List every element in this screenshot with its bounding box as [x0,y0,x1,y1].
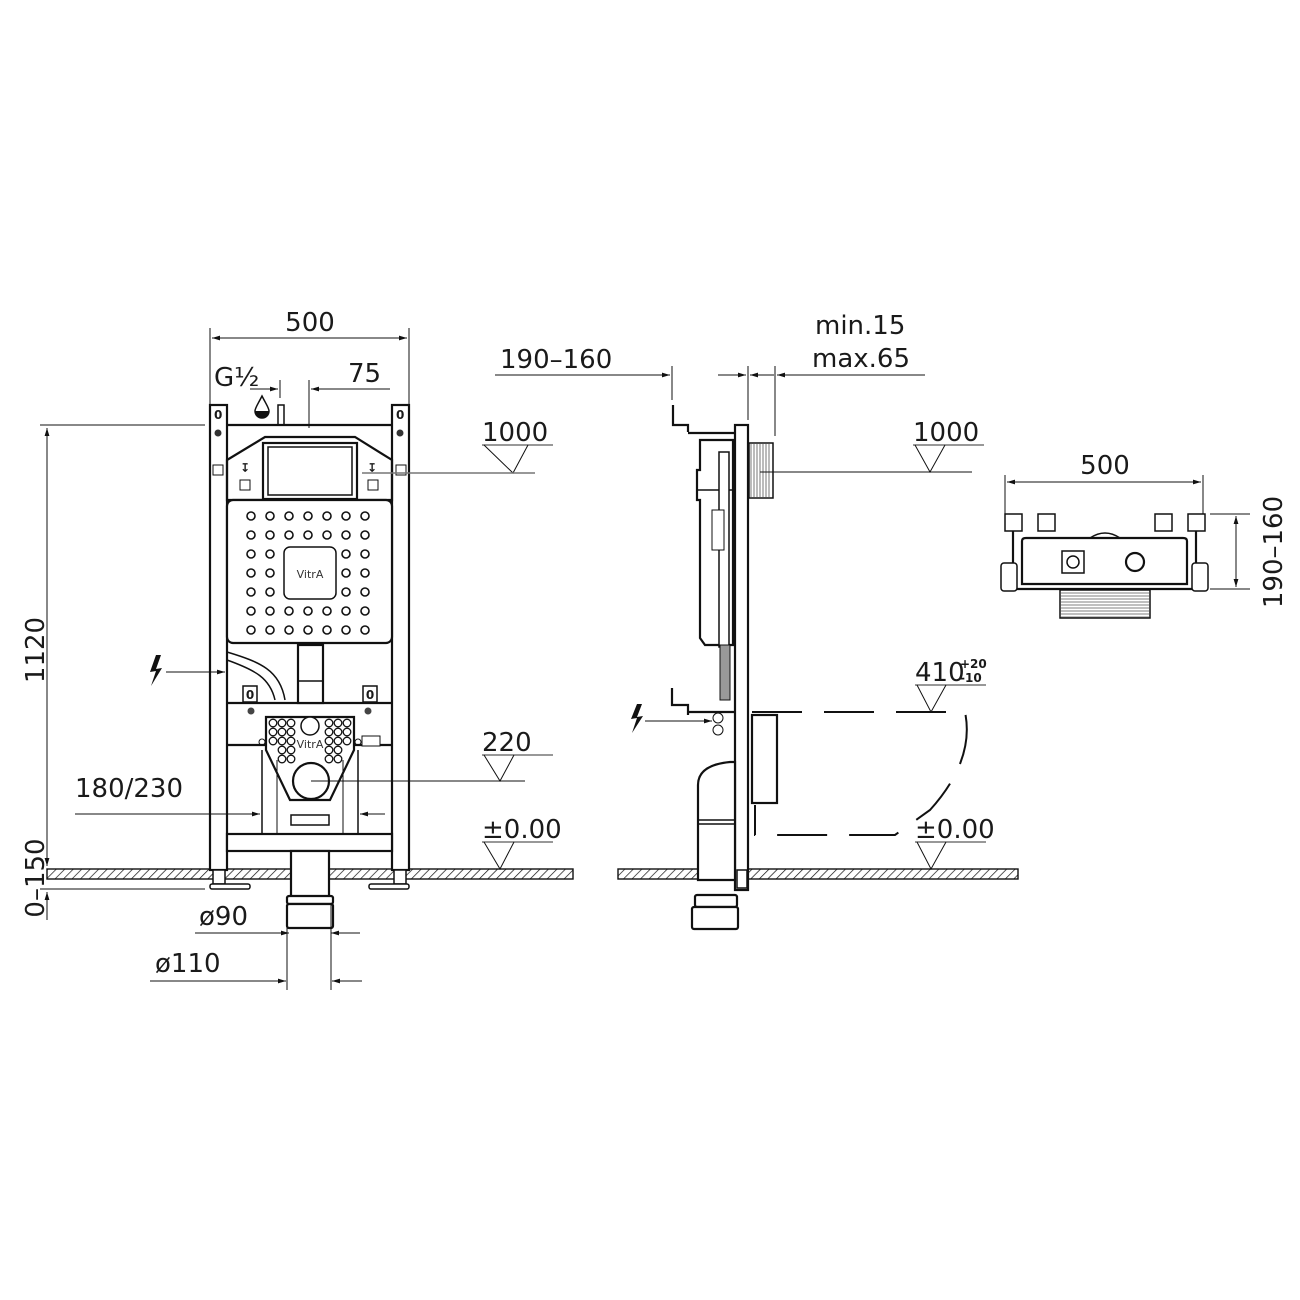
front-level-220: 220 [311,728,553,783]
svg-text:0: 0 [246,688,254,702]
side-level-410: 410 +20 -10 [915,657,987,714]
height-label: 1120 [21,617,51,683]
pipe-inner-label: ø90 [199,902,248,932]
svg-text:↧: ↧ [240,461,250,475]
bolt-spacing-dimension: 180/230 [75,774,385,817]
inlet-dimension: G½ 75 [214,359,390,428]
floor-adjust-label: 0–150 [21,838,51,917]
side-floor [617,868,1019,880]
bolt-spacing-label: 180/230 [75,774,183,804]
seat-height-label: 410 [915,658,965,688]
side-view: 190–160 min.15 max.65 [495,311,1019,931]
side-depth-dimension: 190–160 [495,345,749,420]
wall-thickness-dimension: min.15 max.65 [750,311,925,436]
side-floor-level-label: ±0.00 [915,815,995,845]
wall-min-label: min.15 [815,311,905,341]
inlet-offset-label: 75 [348,359,381,389]
top-view: 500 190–160 [1000,451,1289,619]
front-level-1000: 1000 [362,418,553,474]
front-level-floor: ±0.00 [482,815,562,871]
front-floor-level-label: ±0.00 [482,815,562,845]
cistern: ↧ ↧ VitrA 0 0 [225,435,394,715]
wall-max-label: max.65 [812,344,910,374]
front-view: 500 G½ 75 1120 0–150 [21,308,574,990]
svg-text:0: 0 [366,688,374,702]
pipe-dimensions: ø90 ø110 [150,902,362,990]
top-width-label: 500 [1080,451,1130,481]
pipe-outer-label: ø110 [155,949,221,979]
side-depth-label: 190–160 [500,345,612,375]
front-flush-level-label: 1000 [482,418,548,448]
seat-tol-minus: -10 [960,671,982,685]
inlet-label: G½ [214,363,259,393]
logo-plate [283,546,337,600]
drain-plate: VitrA [258,715,381,930]
front-electric [150,655,225,686]
svg-text:↧: ↧ [367,461,377,475]
drain-logo: VitrA [297,738,324,751]
height-dimension: 1120 [21,424,205,866]
seat-tol-plus: +20 [960,657,987,671]
side-level-floor: ±0.00 [915,815,995,871]
electric-bolt-icon-side [631,704,643,733]
top-depth-label: 190–160 [1259,496,1289,608]
front-width-dimension: 500 [209,308,410,420]
electric-bolt-icon [150,655,162,686]
leg-marker-left: 0 [214,408,222,422]
front-drain-level-label: 220 [482,728,532,758]
front-width-label: 500 [285,308,335,338]
side-flush-level-label: 1000 [913,418,979,448]
leg-marker-right: 0 [396,408,404,422]
floor-adjust-dimension: 0–150 [21,838,205,920]
side-level-1000: 1000 [913,418,984,474]
brand-logo: VitrA [297,568,324,581]
cistern-dot-grid [246,511,370,635]
